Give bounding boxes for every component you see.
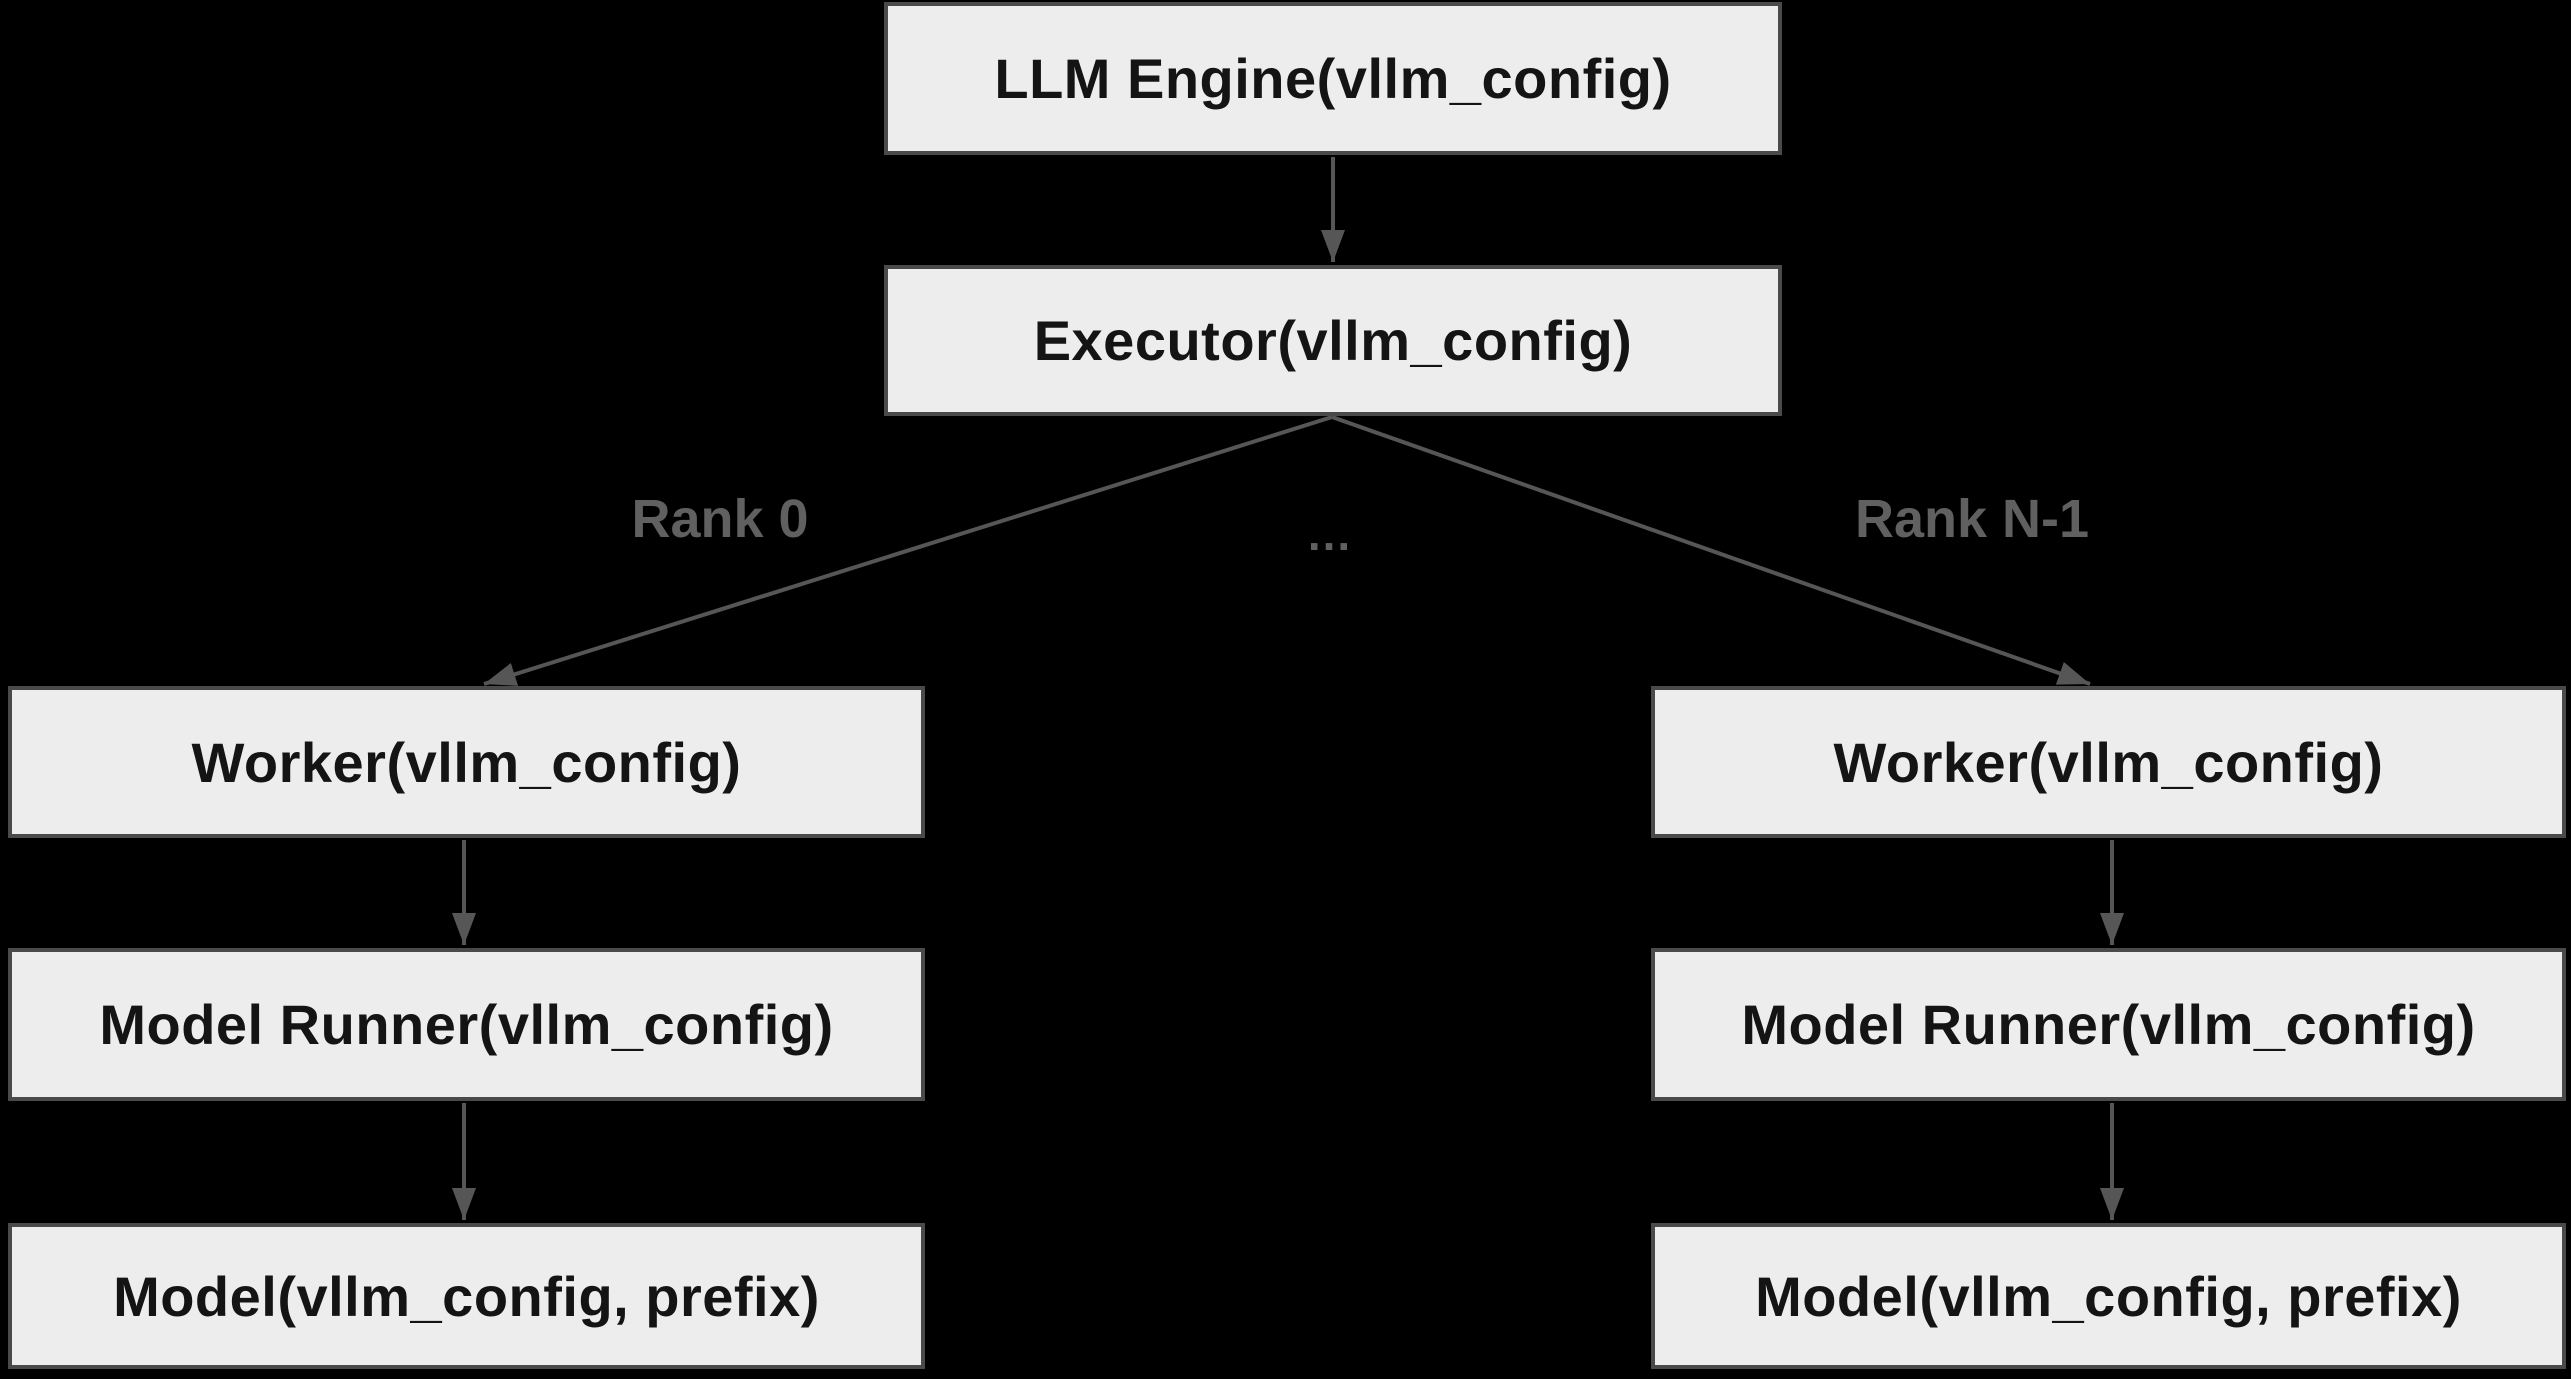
node-worker-left: Worker(vllm_config) [8,686,925,838]
node-worker-right: Worker(vllm_config) [1651,686,2566,838]
node-llm-engine: LLM Engine(vllm_config) [884,2,1782,155]
node-model-runner-left: Model Runner(vllm_config) [8,948,925,1101]
edge-executor-to-worker-right [1331,415,2091,686]
edge-label-ellipsis: ... [1307,508,1353,560]
edge-label-rank-n-1: Rank N-1 [1854,489,2090,549]
node-model-left: Model(vllm_config, prefix) [8,1223,925,1369]
edge-label-rank-0: Rank 0 [631,489,809,549]
node-model-runner-right: Model Runner(vllm_config) [1651,948,2566,1101]
node-executor: Executor(vllm_config) [884,265,1782,416]
edge-executor-to-worker-left [483,415,1333,686]
node-model-right: Model(vllm_config, prefix) [1651,1223,2566,1369]
